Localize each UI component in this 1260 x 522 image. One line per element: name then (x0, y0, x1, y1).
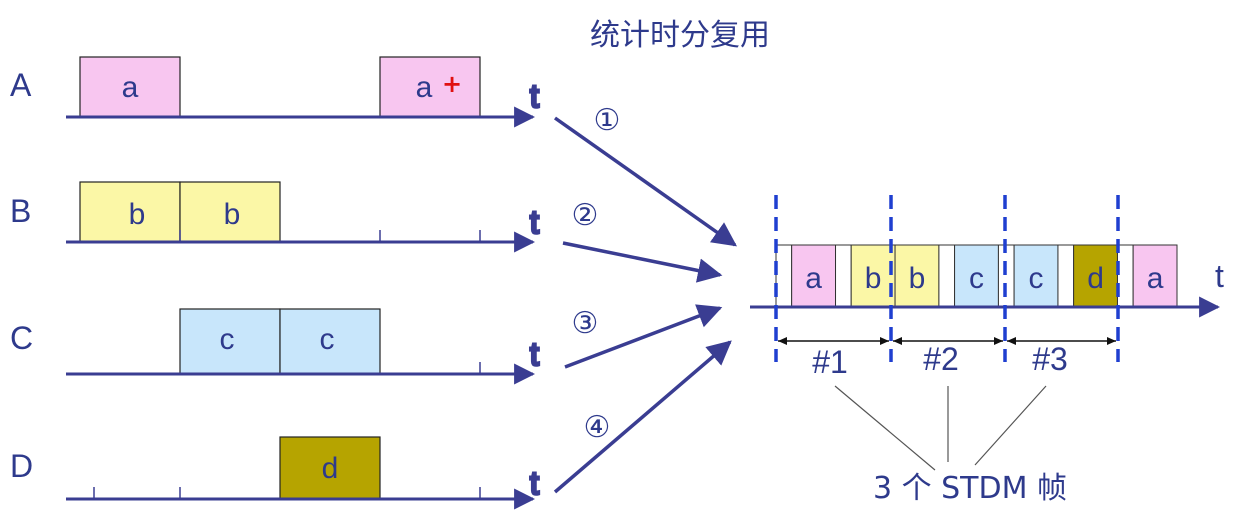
box-a-1-label: a (122, 71, 139, 104)
plus-marker: + (442, 70, 462, 98)
span-arrowhead-right (880, 337, 889, 345)
output-slot-empty (938, 244, 956, 308)
output-slot-empty (1116, 244, 1134, 308)
frames-caption: 3 个 STDM 帧 (873, 471, 1067, 506)
box-c-1 (179, 308, 281, 375)
axis-label-c: t (530, 336, 539, 372)
row-label-a: A (10, 67, 32, 103)
channel-arrow-1 (553, 116, 738, 247)
channel-arrow-4 (553, 340, 732, 494)
axis-label-b: t (530, 204, 539, 240)
caption-leader-3 (974, 385, 1047, 466)
output-slot-label: a (805, 262, 822, 295)
channel-arrow-2 (562, 241, 723, 283)
row-label-d: D (10, 448, 33, 484)
row-b: B b b t (10, 181, 541, 253)
box-b-2 (179, 181, 281, 243)
caption-leader-1 (834, 385, 936, 471)
box-c-2 (279, 308, 381, 375)
frame-label-2: #2 (923, 341, 959, 377)
channel-label-2: ② (572, 198, 599, 233)
frame-label-1: #1 (812, 344, 848, 380)
box-b-1-label: b (129, 198, 146, 231)
box-a-1 (79, 56, 181, 118)
channel-arrow-3 (564, 304, 723, 369)
output-slot-empty (1057, 244, 1075, 308)
output-slot-label: b (909, 262, 926, 295)
box-d-1 (279, 436, 381, 500)
output-slot-label: a (1147, 262, 1164, 295)
channel-label-1: ① (594, 103, 621, 138)
box-a-2-label: a (416, 71, 433, 104)
diagram-title: 统计时分复用 (590, 18, 770, 53)
output-slot-empty (997, 244, 1015, 308)
channel-arrows: ① ② ③ ④ (553, 103, 738, 494)
row-c: C c c t (10, 308, 541, 385)
output-slot-a (1132, 244, 1178, 308)
output-slot-d (1073, 244, 1118, 308)
row-label-b: B (10, 193, 31, 229)
output-slot-c (954, 244, 999, 308)
span-arrowhead-left (893, 337, 902, 345)
frame-label-3: #3 (1032, 341, 1068, 377)
span-arrowhead-right (994, 337, 1003, 345)
row-label-c: C (10, 320, 33, 356)
channel-label-3: ③ (572, 306, 599, 341)
box-a-2 (379, 56, 481, 118)
span-arrowhead-left (1007, 337, 1016, 345)
span-arrowhead-left (778, 337, 787, 345)
channel-label-4: ④ (584, 410, 611, 445)
output-slot-empty (775, 244, 793, 308)
span-arrowhead-right (1107, 337, 1116, 345)
output-slot-label: c (1029, 262, 1044, 295)
box-d-1-label: d (322, 452, 339, 485)
row-a: A a a + t (10, 56, 541, 128)
output-slot-label: d (1087, 262, 1104, 295)
output-slot-label: b (865, 262, 882, 295)
output-slot-empty (835, 244, 852, 308)
row-d: D d t (10, 436, 541, 510)
box-c-2-label: c (320, 323, 335, 356)
output-axis-label: t (1215, 258, 1224, 294)
output-slot-b (850, 244, 896, 308)
axis-label-d: t (530, 465, 539, 501)
box-c-1-label: c (220, 323, 235, 356)
box-b-2-label: b (224, 198, 241, 231)
output-slot-label: c (969, 262, 984, 295)
axis-label-a: t (530, 78, 539, 114)
